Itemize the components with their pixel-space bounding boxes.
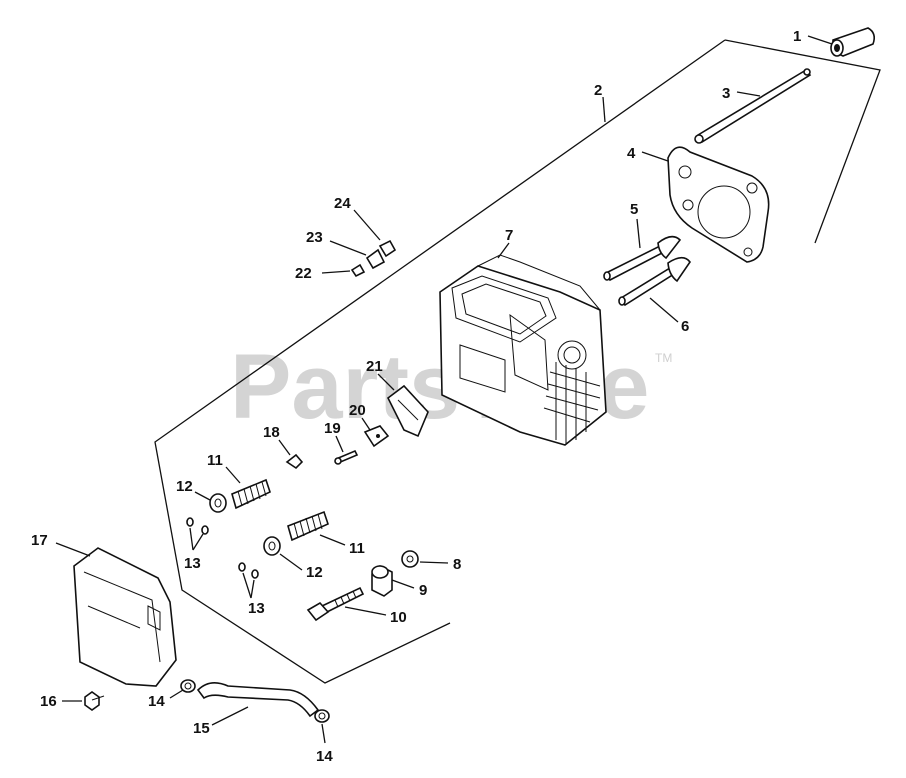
callout-12b: 12 [306,564,323,581]
rocker-arm-icon[interactable] [386,384,429,438]
exhaust-valve-icon[interactable] [618,256,691,307]
leader-lines [55,35,833,744]
callout-13b: 13 [248,600,265,617]
callout-24: 24 [334,195,351,212]
callout-23: 23 [306,229,323,246]
cylinder-head-icon[interactable] [439,254,607,446]
callout-labels: 1 2 3 4 5 6 7 8 9 10 11 11 12 12 13 13 1… [31,28,801,765]
callout-15: 15 [193,720,210,737]
callout-22: 22 [295,265,312,282]
valve-keeper-icon[interactable] [238,562,259,579]
callout-1: 1 [793,28,801,45]
callout-11a: 11 [207,452,223,469]
callout-4: 4 [627,145,636,162]
callout-2: 2 [594,82,602,99]
head-bolt-icon[interactable] [306,586,365,622]
washer-icon[interactable] [401,550,419,568]
breather-hose-icon[interactable] [196,682,320,718]
clip-icon[interactable] [378,239,397,258]
assembly-outline-icon [154,39,881,684]
callout-18: 18 [263,424,280,441]
callout-13a: 13 [184,555,201,572]
callout-16: 16 [40,693,57,710]
callout-9: 9 [419,582,427,599]
callout-20: 20 [349,402,366,419]
callout-19: 19 [324,420,341,437]
screw-icon[interactable] [350,263,366,278]
spring-cap-icon[interactable] [209,493,227,513]
callout-5: 5 [630,201,638,218]
valve-keeper-icon[interactable] [186,517,209,535]
screw-icon[interactable] [84,691,105,711]
callout-6: 6 [681,318,689,335]
watermark-tm: TM [655,351,672,365]
callout-21: 21 [366,358,383,375]
spring-cap-icon[interactable] [263,536,281,556]
callout-11b: 11 [349,540,365,557]
rocker-pivot-icon[interactable] [363,425,390,448]
head-gasket-icon[interactable] [667,146,770,263]
hose-clamp-icon[interactable] [314,709,330,723]
callout-14b: 14 [316,748,333,765]
valve-cover-icon[interactable] [73,547,177,687]
callout-7: 7 [505,227,513,244]
push-rod-icon[interactable] [694,68,812,144]
valve-spring-icon[interactable] [231,478,271,510]
callout-3: 3 [722,85,730,102]
callout-10: 10 [390,609,407,626]
spacer-icon[interactable] [371,565,393,597]
lifter-icon[interactable] [830,27,875,57]
valve-spring-icon[interactable] [287,510,329,542]
plug-icon[interactable] [285,453,304,470]
callout-12a: 12 [176,478,193,495]
bracket-icon[interactable] [365,248,386,270]
callout-14a: 14 [148,693,165,710]
intake-valve-icon[interactable] [603,235,682,282]
callout-8: 8 [453,556,461,573]
adjusting-screw-icon[interactable] [334,449,359,465]
callout-17: 17 [31,532,48,549]
hose-clamp-icon[interactable] [180,679,196,693]
